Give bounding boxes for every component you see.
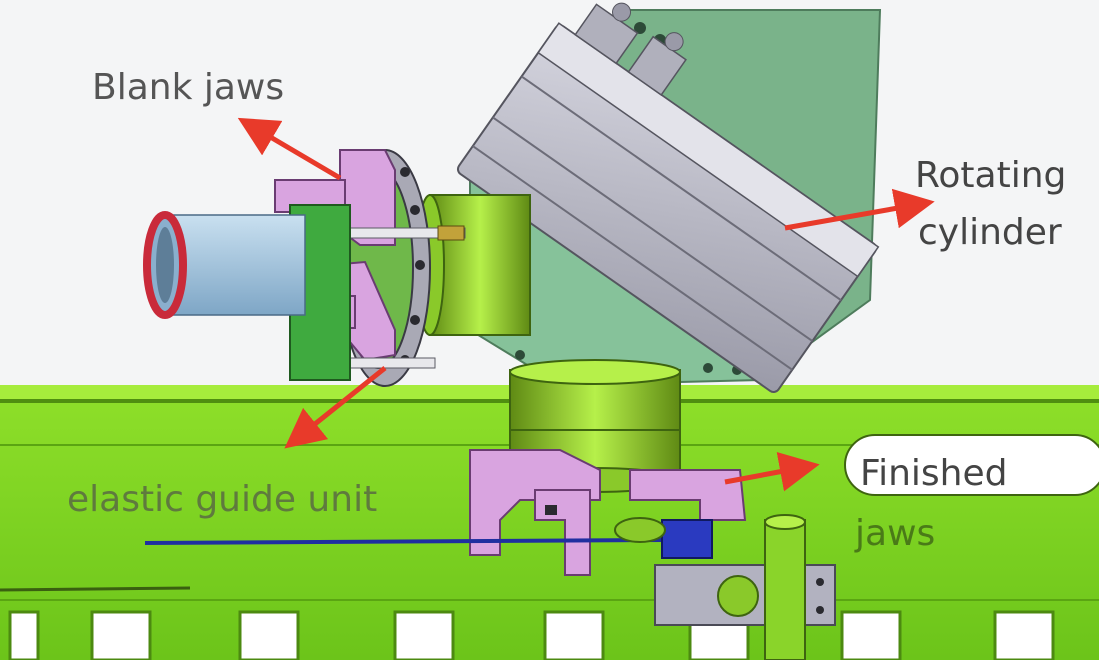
blank-jaws-assembly bbox=[143, 149, 466, 387]
label-rotating-cylinder-line1: Rotating bbox=[915, 155, 1067, 196]
label-finished-jaws-line1: Finished bbox=[860, 453, 1008, 494]
label-finished-jaws-line2: jaws bbox=[855, 513, 936, 554]
label-rotating-cylinder-line2: cylinder bbox=[918, 212, 1062, 253]
arrow-rotating-cylinder bbox=[784, 188, 935, 231]
rotating-cylinder bbox=[456, 2, 880, 393]
label-elastic-guide-unit: elastic guide unit bbox=[67, 479, 378, 520]
arrow-blank-jaws bbox=[237, 117, 342, 181]
finished-jaws-assembly bbox=[144, 449, 836, 660]
callout-arrows bbox=[237, 117, 935, 492]
bed-slots bbox=[8, 610, 1055, 660]
arrow-elastic-guide bbox=[284, 366, 387, 449]
arrow-finished-jaws bbox=[724, 452, 820, 492]
finished-label-backdrop bbox=[844, 434, 1099, 496]
label-blank-jaws: Blank jaws bbox=[92, 67, 285, 108]
